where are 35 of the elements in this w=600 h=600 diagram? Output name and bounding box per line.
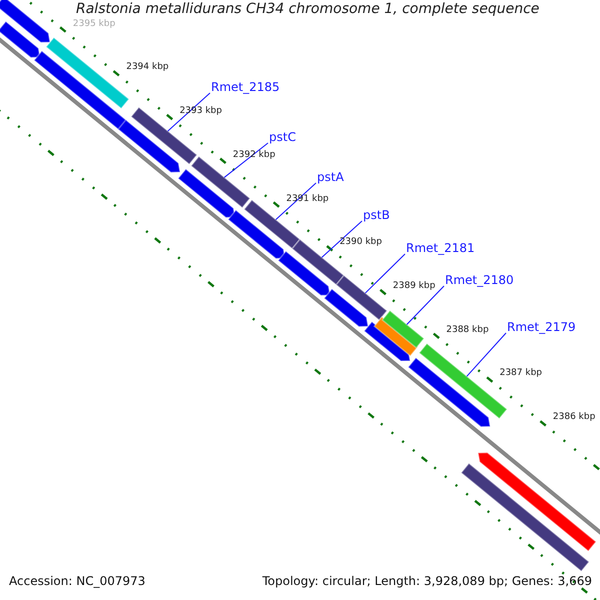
gene-bar: [177, 168, 236, 218]
gene-label: pstB: [363, 208, 390, 222]
leader-line: [275, 182, 316, 220]
scale-tick-label: 2390 kbp: [340, 237, 382, 248]
gene-label: Rmet_2181: [406, 241, 475, 255]
scale-tick-label: 2389 kbp: [392, 281, 436, 291]
gene-bar: [0, 0, 51, 44]
scale-tick-label: 2387 kbp: [500, 368, 542, 378]
gene-bar: [323, 288, 369, 328]
gene-bar: [407, 356, 491, 428]
gene-label: pstA: [317, 170, 344, 184]
accession-text: Accession: NC_007973: [9, 574, 146, 588]
gene-bar: [381, 310, 425, 349]
scale-tick-label: 2395 kbp: [72, 18, 116, 29]
gene-bar: [335, 274, 388, 322]
gene-bar: [460, 462, 590, 572]
gene-label: Rmet_2180: [445, 273, 514, 287]
gene-bar: [477, 452, 597, 552]
gene-label: Rmet_2179: [507, 320, 576, 334]
scale-tick-label: 2386 kbp: [552, 412, 596, 422]
gene-bar: [117, 118, 181, 174]
leader-line: [167, 92, 210, 132]
gene-label: pstC: [269, 130, 296, 144]
scale-tick-label: 2388 kbp: [446, 324, 489, 335]
leader-line: [364, 254, 406, 294]
leader-line: [224, 142, 268, 178]
leader-line: [466, 332, 506, 377]
scale-tick-label: 2394 kbp: [126, 62, 169, 72]
gene-bar: [227, 209, 286, 260]
gene-bar: [277, 250, 331, 296]
genome-stats-text: Topology: circular; Length: 3,928,089 bp; Genes: 3,669: [262, 574, 592, 588]
title: Ralstonia metallidurans CH34 chromosome 1, complete sequence: [76, 1, 540, 17]
leader-line: [406, 286, 444, 326]
gene-bar: [0, 20, 41, 58]
gene-label: Rmet_2185: [211, 80, 280, 94]
